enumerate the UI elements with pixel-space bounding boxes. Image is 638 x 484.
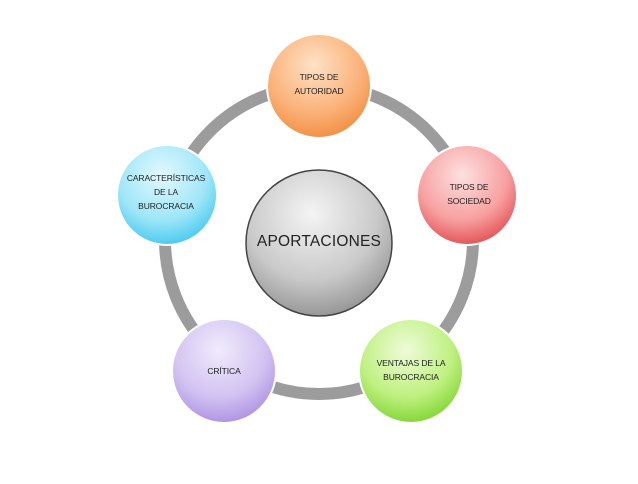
center-label: APORTACIONES <box>256 233 382 250</box>
node-caracteristicas-label: CARACTERÍSTICAS DE LA BUROCRACIA <box>126 173 206 211</box>
node-ventajas-label: VENTAJAS DE LA BUROCRACIA <box>376 358 446 382</box>
node-critica-label: CRÍTICA <box>207 366 241 376</box>
node-caracteristicas-circle <box>116 144 218 246</box>
node-ventajas-circle <box>358 318 464 424</box>
node-sociedad-label: TIPOS DE SOCIEDAD <box>447 182 491 206</box>
node-autoridad-circle <box>266 33 372 139</box>
node-autoridad-label: TIPOS DE AUTORIDAD <box>294 72 344 96</box>
node-critica-circle <box>171 318 277 424</box>
node-sociedad-circle <box>416 144 518 246</box>
center-circle <box>245 169 393 317</box>
